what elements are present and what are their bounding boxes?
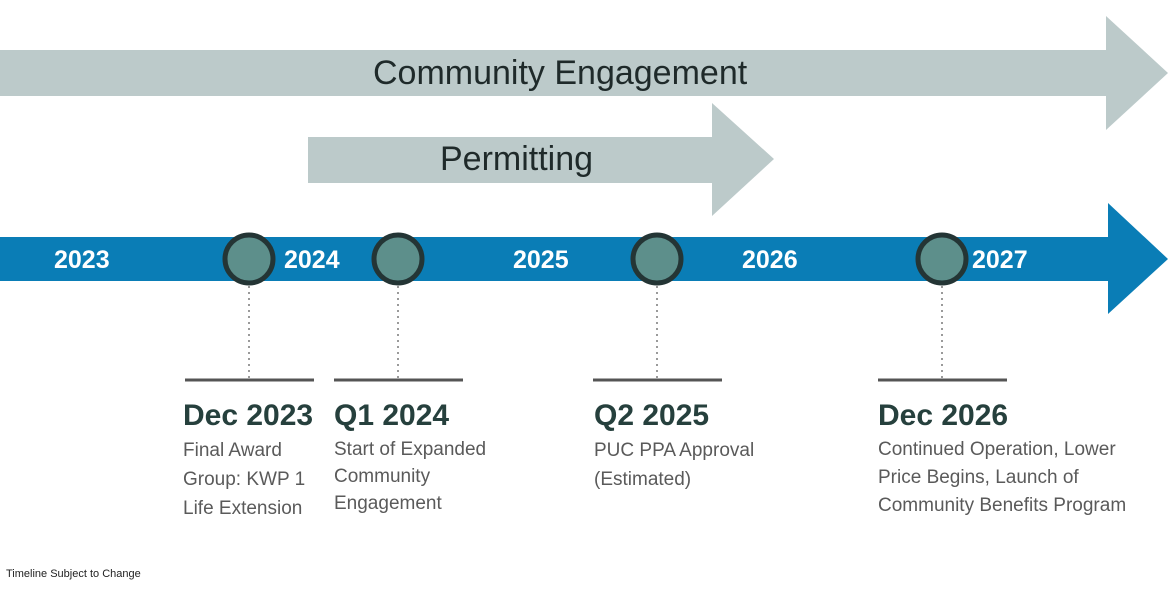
milestone-title-dec-2026: Dec 2026 xyxy=(878,399,1009,432)
milestone-desc-dec-2026: Continued Operation, Lower Price Begins,… xyxy=(878,439,1127,516)
year-label-2026: 2026 xyxy=(742,246,798,274)
milestone-title-q2-2025: Q2 2025 xyxy=(594,399,710,432)
community-engagement-arrow xyxy=(0,16,1168,130)
permitting-label: Permitting xyxy=(440,140,594,178)
node-q1-2024 xyxy=(371,232,425,286)
year-label-2027: 2027 xyxy=(972,246,1028,274)
node-dec-2026 xyxy=(915,232,969,286)
timeline-arrow xyxy=(0,203,1168,314)
community-engagement-label: Community Engagement xyxy=(373,54,748,92)
milestone-desc-dec-2023: Final Award Group: KWP 1 Life Extension xyxy=(183,440,306,519)
year-label-2024: 2024 xyxy=(284,246,340,274)
footnote: Timeline Subject to Change xyxy=(6,568,141,580)
node-dec-2023 xyxy=(222,232,276,286)
milestone-title-dec-2023: Dec 2023 xyxy=(183,399,314,432)
milestone-desc-q1-2024: Start of Expanded Community Engagement xyxy=(334,439,487,514)
year-label-2025: 2025 xyxy=(513,246,569,274)
milestone-desc-q2-2025: PUC PPA Approval (Estimated) xyxy=(594,440,755,490)
year-label-2023: 2023 xyxy=(54,246,110,274)
permitting-arrow xyxy=(308,103,774,216)
milestone-title-q1-2024: Q1 2024 xyxy=(334,399,450,432)
node-q2-2025 xyxy=(630,232,684,286)
